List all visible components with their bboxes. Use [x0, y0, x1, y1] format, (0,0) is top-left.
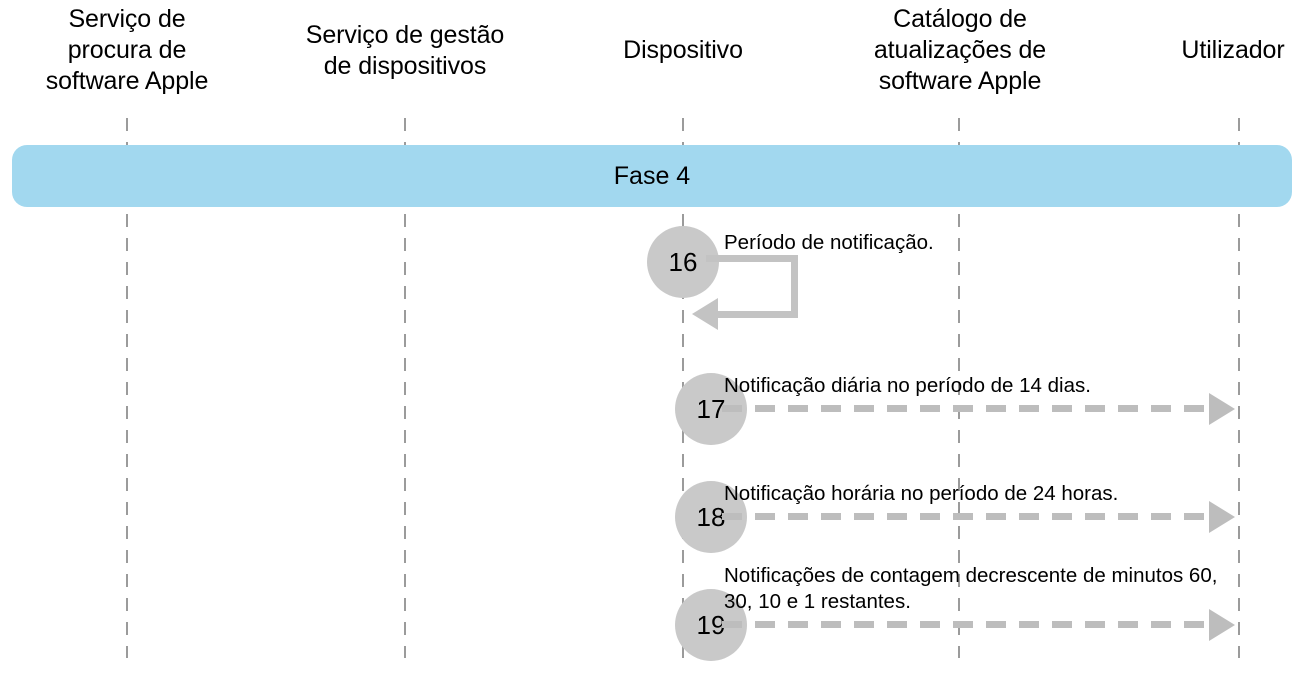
- arrowhead-icon: [1209, 393, 1235, 425]
- phase-label: Fase 4: [613, 161, 691, 190]
- lifeline-apple-software-lookup-service: [126, 118, 128, 658]
- message-arrow-line: [722, 513, 1214, 520]
- step-number-badge: 17: [675, 373, 747, 445]
- step-label: Notificação diária no período de 14 dias…: [724, 374, 1091, 397]
- column-header-device: Dispositivo: [623, 36, 743, 64]
- self-loop-arrow: [692, 255, 798, 330]
- lifeline-device-management-service: [404, 118, 406, 658]
- message-arrow-line: [722, 621, 1214, 628]
- column-header-apple-software-update-catalog: Catálogo de atualizações de software App…: [873, 5, 1047, 95]
- loop-arrowhead-icon: [692, 298, 718, 330]
- arrowhead-icon: [1209, 501, 1235, 533]
- column-header-user: Utilizador: [1181, 36, 1285, 64]
- step-label: Período de notificação.: [724, 231, 934, 254]
- loop-segment-top: [706, 255, 798, 262]
- column-header-device-management-service: Serviço de gestão de dispositivos: [305, 21, 505, 80]
- arrowhead-icon: [1209, 609, 1235, 641]
- step-label: Notificações de contagem decrescente de …: [724, 564, 1218, 613]
- message-arrow-line: [722, 405, 1214, 412]
- lifeline-user: [1238, 118, 1240, 658]
- step-label: Notificação horária no período de 24 hor…: [724, 482, 1119, 505]
- phase-banner: Fase 4: [12, 145, 1292, 207]
- lifeline-apple-software-update-catalog: [958, 118, 960, 658]
- loop-segment-bottom: [718, 311, 798, 318]
- loop-segment-right: [791, 255, 798, 318]
- step-number-badge: 16: [647, 226, 719, 298]
- column-header-apple-software-lookup-service: Serviço de procura de software Apple: [45, 5, 209, 95]
